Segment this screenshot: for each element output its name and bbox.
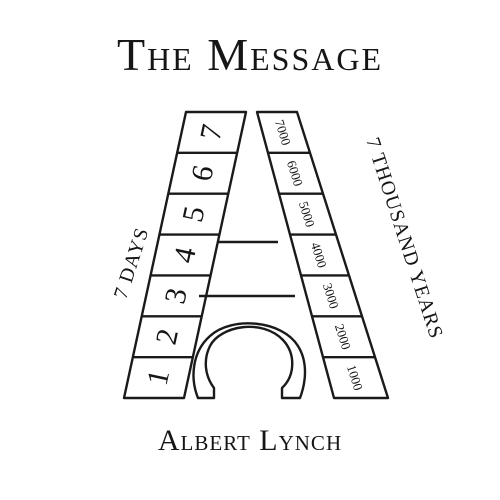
author-name: Albert Lynch — [157, 424, 343, 457]
book-title: The Message — [116, 29, 384, 80]
day-number: 2 — [150, 326, 185, 348]
right-leg — [255, 110, 390, 400]
omega-shape — [192, 322, 307, 400]
day-number: 4 — [167, 244, 202, 266]
day-number: 6 — [185, 162, 220, 184]
day-number: 7 — [194, 122, 229, 144]
left-leg — [122, 110, 248, 400]
day-number: 5 — [176, 203, 211, 225]
right-side-label: 7 THOUSAND YEARS — [361, 135, 447, 342]
day-number: 1 — [141, 367, 176, 389]
day-number: 3 — [158, 285, 193, 307]
